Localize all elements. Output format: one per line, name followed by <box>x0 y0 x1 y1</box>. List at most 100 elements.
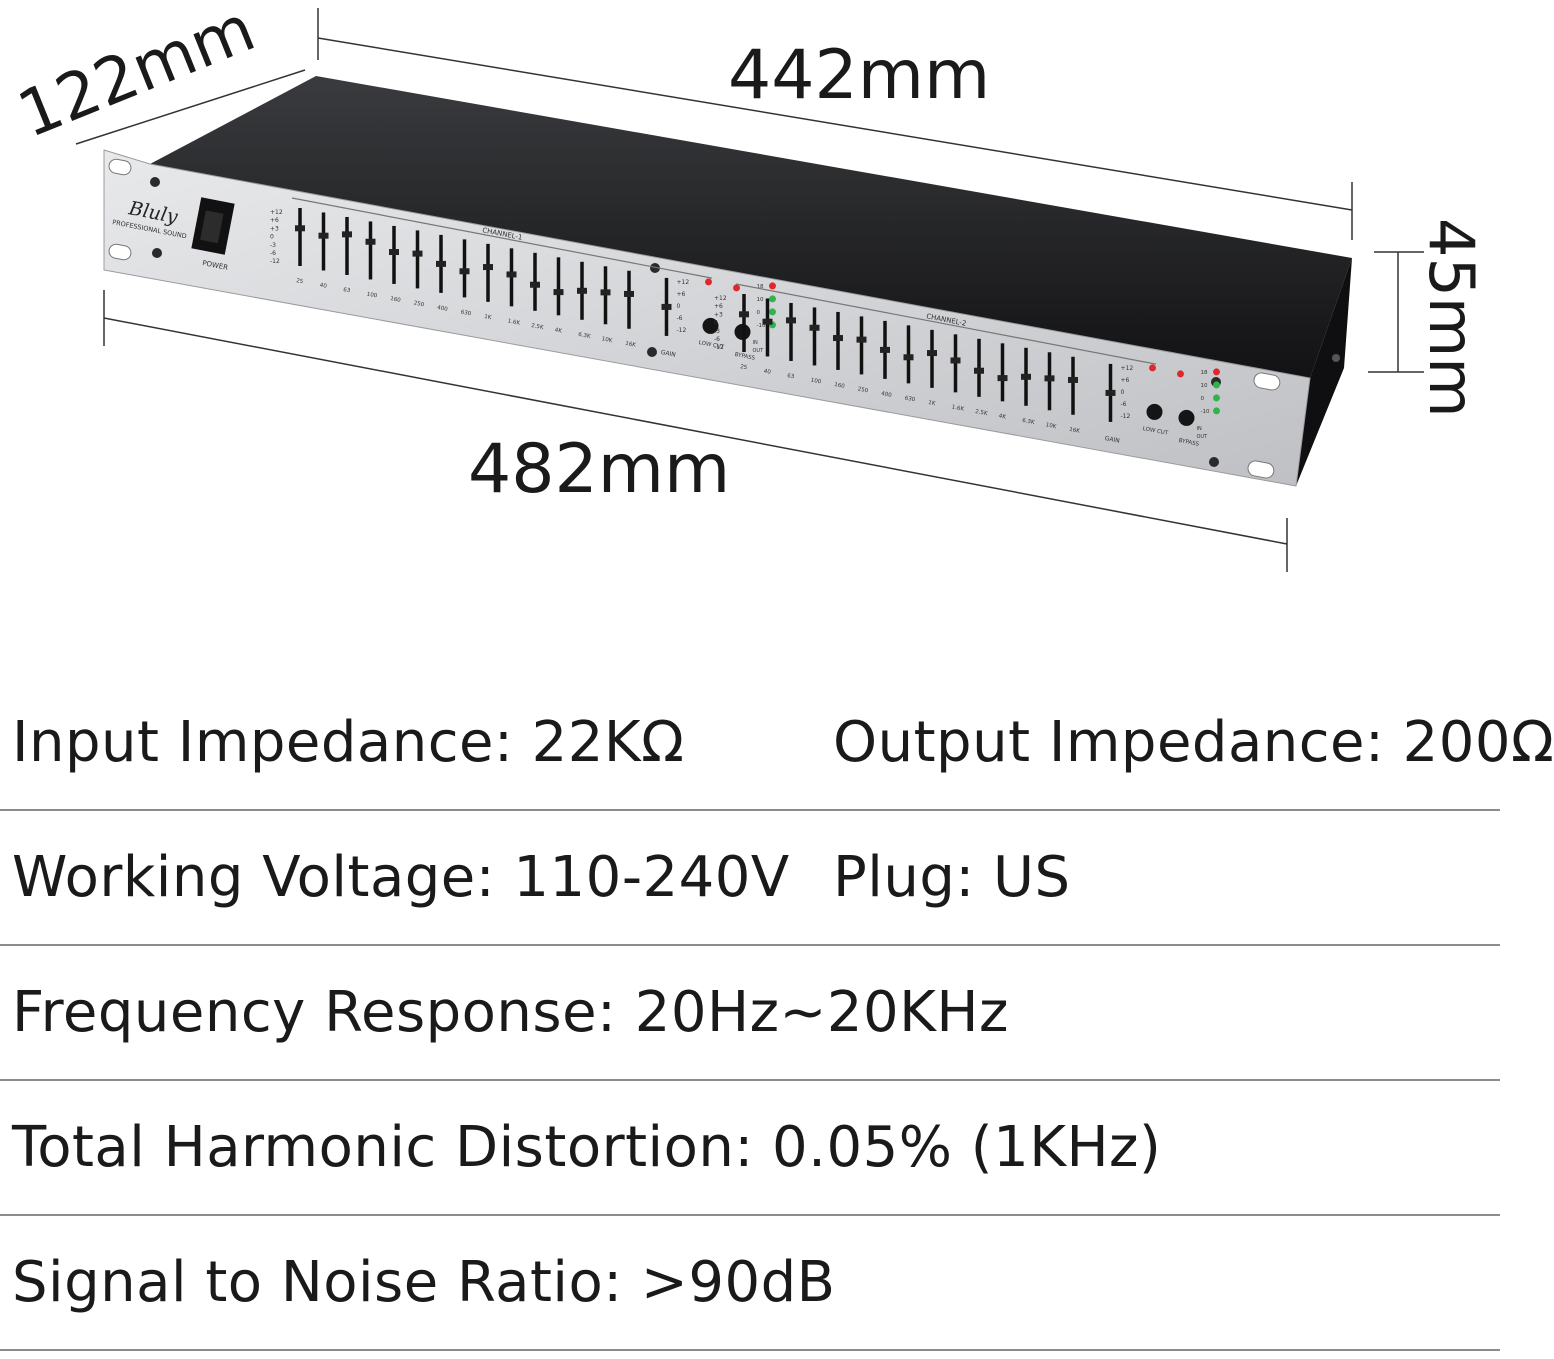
eq-slider-knob[interactable] <box>624 290 634 297</box>
level-meter-led <box>769 282 776 290</box>
eq-slider-knob[interactable] <box>833 335 843 342</box>
eq-slider-knob[interactable] <box>600 289 611 296</box>
eq-frequency-label: 6.3K <box>1022 418 1036 426</box>
level-meter-led <box>769 295 776 303</box>
low-cut-label: LOW CUT <box>1142 426 1169 437</box>
eq-slider-knob[interactable] <box>506 271 517 278</box>
spec-row: Input Impedance: 22KΩ Output Impedance: … <box>0 676 1554 811</box>
eq-slider-knob[interactable] <box>436 260 446 267</box>
spec-frequency-response: Frequency Response: 20Hz~20KHz <box>12 980 1009 1045</box>
bypass-label: BYPASS <box>1178 438 1200 448</box>
eq-slider-knob[interactable] <box>739 311 749 318</box>
spec-input-impedance: Input Impedance: 22KΩ <box>12 710 685 775</box>
low-cut-knob[interactable] <box>702 317 719 334</box>
eq-scale-label: -3 <box>270 242 276 249</box>
dimension-lines <box>75 8 1424 572</box>
product-figure: Bluly PROFESSIONAL SOUND POWER CHANNEL-1… <box>8 0 1488 572</box>
gain-scale-label: +12 <box>1121 365 1134 372</box>
clip-led <box>1149 364 1156 372</box>
eq-slider-knob[interactable] <box>786 317 796 324</box>
clip-led <box>733 284 740 292</box>
low-cut-label: LOW CUT <box>698 340 725 351</box>
eq-scale-label: +6 <box>270 217 279 224</box>
eq-slider-knob[interactable] <box>1021 373 1031 380</box>
eq-slider-knob[interactable] <box>553 289 564 296</box>
eq-slider-knob[interactable] <box>530 281 540 288</box>
eq-scale-label: -12 <box>270 258 280 265</box>
eq-slider-knob[interactable] <box>342 231 352 238</box>
eq-frequency-label: 630 <box>904 395 916 403</box>
eq-frequency-label: 25 <box>740 364 748 371</box>
eq-scale-label: +6 <box>714 303 723 310</box>
spec-row: Total Harmonic Distortion: 0.05% (1KHz) <box>0 1081 1500 1216</box>
spec-working-voltage: Working Voltage: 110-240V <box>12 845 790 910</box>
gain-label: GAIN <box>660 349 676 359</box>
gain-slider-knob[interactable] <box>1105 389 1116 396</box>
eq-slider-knob[interactable] <box>1044 375 1055 382</box>
eq-frequency-label: 6.3K <box>578 332 592 340</box>
eq-scale-label: -6 <box>270 250 276 257</box>
spec-snr: Signal to Noise Ratio: >90dB <box>12 1250 836 1315</box>
eq-frequency-label: 40 <box>319 283 327 290</box>
eq-slider-knob[interactable] <box>762 318 773 325</box>
eq-slider-knob[interactable] <box>809 324 820 331</box>
eq-frequency-label: 2.5K <box>975 409 989 417</box>
eq-frequency-label: 1.6K <box>507 318 521 326</box>
eq-slider-knob[interactable] <box>295 225 305 232</box>
eq-slider-knob[interactable] <box>483 264 493 271</box>
eq-slider-knob[interactable] <box>903 354 914 361</box>
level-meter-led <box>769 308 776 316</box>
level-meter-label: 10 <box>1201 383 1208 389</box>
eq-frequency-label: 16K <box>625 341 637 349</box>
eq-frequency-label: 250 <box>857 386 869 394</box>
eq-frequency-label: 1K <box>928 400 936 407</box>
eq-frequency-label: 400 <box>881 391 893 399</box>
eq-frequency-label: 160 <box>834 382 846 390</box>
eq-slider-knob[interactable] <box>880 346 890 353</box>
gain-scale-label: -6 <box>1121 401 1127 408</box>
gain-scale-label: 0 <box>677 303 681 310</box>
eq-slider-knob[interactable] <box>950 357 961 364</box>
level-meter-label: 0 <box>1201 396 1205 402</box>
eq-slider-knob[interactable] <box>856 336 867 343</box>
eq-slider-knob[interactable] <box>577 287 587 294</box>
eq-slider-knob[interactable] <box>997 375 1008 382</box>
eq-scale-label: +12 <box>714 295 727 302</box>
eq-scale-label: -6 <box>714 336 720 343</box>
eq-frequency-label: 4K <box>998 413 1006 420</box>
gain-scale-label: -12 <box>677 327 687 334</box>
eq-scale-label: -12 <box>714 344 724 351</box>
gain-scale-label: 0 <box>1121 389 1125 396</box>
bypass-knob[interactable] <box>1178 409 1195 426</box>
specs-table: Input Impedance: 22KΩ Output Impedance: … <box>0 676 1554 1351</box>
eq-frequency-label: 63 <box>787 373 795 380</box>
panel-screws <box>150 177 1221 467</box>
chassis-side <box>1296 258 1352 486</box>
eq-frequency-label: 16K <box>1069 427 1081 435</box>
eq-slider-knob[interactable] <box>927 350 937 357</box>
low-cut-knob[interactable] <box>1146 403 1163 420</box>
spec-row: Signal to Noise Ratio: >90dB <box>0 1216 1500 1351</box>
eq-frequency-label: 100 <box>810 378 822 386</box>
in-label: IN <box>1197 426 1202 432</box>
eq-slider-knob[interactable] <box>389 249 399 256</box>
level-meter-label: 18 <box>1201 370 1208 376</box>
clip-led <box>705 278 712 286</box>
eq-slider-knob[interactable] <box>1068 376 1078 383</box>
eq-slider-knob[interactable] <box>459 268 470 275</box>
channel-1-eq: CHANNEL-1+12+6+30-3-6-122540631001602504… <box>270 197 776 362</box>
eq-slider-knob[interactable] <box>412 250 423 257</box>
eq-frequency-label: 25 <box>296 278 304 285</box>
level-meter-led <box>1213 381 1220 389</box>
rack-holes <box>108 158 1281 479</box>
eq-frequency-label: 400 <box>437 305 449 313</box>
eq-frequency-label: 1K <box>484 314 492 321</box>
eq-scale-label: -3 <box>714 328 720 335</box>
eq-slider-knob[interactable] <box>974 367 984 374</box>
out-label: OUT <box>753 348 765 354</box>
level-meter-label: 10 <box>757 297 764 303</box>
eq-slider-knob[interactable] <box>318 232 329 239</box>
eq-slider-knob[interactable] <box>365 238 376 245</box>
gain-slider-knob[interactable] <box>661 303 672 310</box>
level-meter-led <box>1213 368 1220 376</box>
